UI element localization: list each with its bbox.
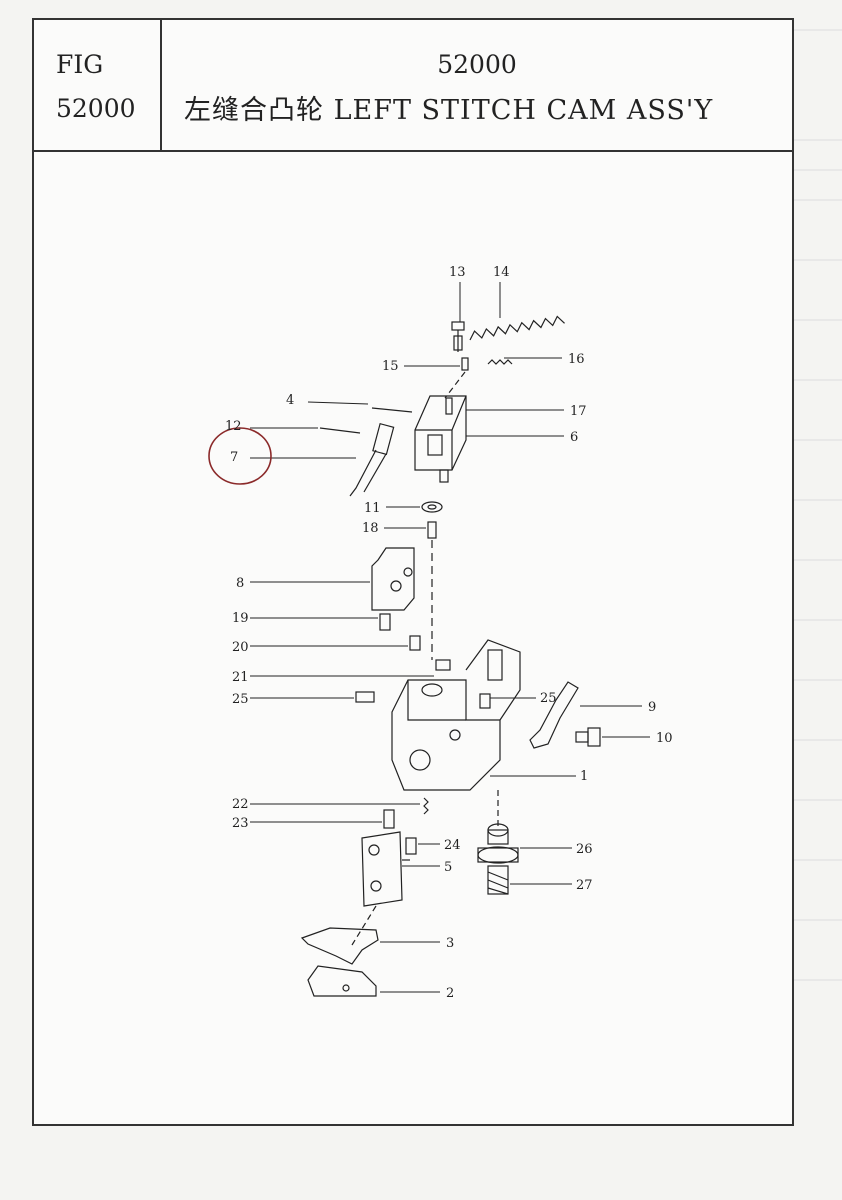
leader-lines — [250, 282, 650, 993]
pin-part-12 — [319, 427, 361, 434]
pin-part-15 — [461, 357, 469, 371]
title-number: 52000 — [437, 50, 517, 79]
screw-part-21 — [435, 659, 451, 671]
bracket-part-5 — [361, 831, 410, 907]
callout-6: 6 — [570, 430, 578, 445]
callout-19: 19 — [232, 611, 249, 626]
shaft-part-26 — [477, 823, 519, 864]
parts-sheet: FIG 52000 52000 左缝合凸轮 LEFT STITCH CAM AS… — [32, 18, 794, 1126]
callout-2: 2 — [446, 986, 454, 1001]
fig-number: 52000 — [56, 94, 136, 123]
callout-16: 16 — [568, 352, 585, 367]
callout-15: 15 — [382, 359, 399, 374]
callout-26: 26 — [576, 842, 593, 857]
callout-9: 9 — [648, 700, 656, 715]
cam-part-3 — [300, 927, 379, 965]
main-body-part-1 — [391, 639, 521, 791]
callout-18: 18 — [362, 521, 379, 536]
callout-14: 14 — [493, 265, 510, 280]
screw-part-10 — [575, 727, 601, 747]
spring-part-16 — [487, 359, 513, 365]
pin-part-4 — [371, 407, 413, 413]
callout-13: 13 — [449, 265, 466, 280]
screw-part-13 — [451, 321, 465, 352]
screw-part-19 — [379, 613, 391, 631]
callout-10: 10 — [656, 731, 673, 746]
callout-24: 24 — [444, 838, 461, 853]
callout-25-right: 25 — [540, 691, 557, 706]
block-part-6 — [414, 395, 467, 483]
callout-12: 12 — [225, 419, 242, 434]
callout-8: 8 — [236, 576, 244, 591]
lever-part-9 — [529, 681, 579, 749]
callout-20: 20 — [232, 640, 249, 655]
lever-part-7 — [349, 422, 395, 497]
callout-4: 4 — [286, 393, 294, 408]
highlight-circle — [208, 427, 272, 485]
callout-3: 3 — [446, 936, 454, 951]
callout-1: 1 — [580, 769, 588, 784]
figure-box: FIG 52000 — [34, 20, 162, 150]
screw-part-18 — [427, 521, 437, 539]
title-text: 左缝合凸轮 LEFT STITCH CAM ASS'Y — [184, 95, 714, 126]
plate-part-8 — [371, 547, 415, 611]
spring-part-22 — [423, 797, 429, 815]
screw-part-20 — [409, 635, 421, 651]
callout-27: 27 — [576, 878, 593, 893]
callout-7: 7 — [230, 450, 238, 465]
screw-part-25-left — [355, 691, 375, 703]
callout-5: 5 — [444, 860, 452, 875]
callout-21: 21 — [232, 670, 249, 685]
screw-part-25-right — [479, 693, 491, 709]
cam-part-2 — [307, 965, 377, 997]
callout-22: 22 — [232, 797, 249, 812]
callout-11: 11 — [364, 501, 381, 516]
callout-25-left: 25 — [232, 692, 249, 707]
fig-label: FIG — [56, 50, 104, 79]
washer-part-11 — [421, 501, 443, 513]
screw-part-24 — [405, 837, 417, 855]
sheet-header: FIG 52000 52000 左缝合凸轮 LEFT STITCH CAM AS… — [34, 20, 792, 152]
spring-part-14 — [469, 315, 565, 341]
screw-part-23 — [383, 809, 395, 829]
callout-23: 23 — [232, 816, 249, 831]
knurl-part-27 — [487, 865, 509, 895]
callout-17: 17 — [570, 404, 587, 419]
